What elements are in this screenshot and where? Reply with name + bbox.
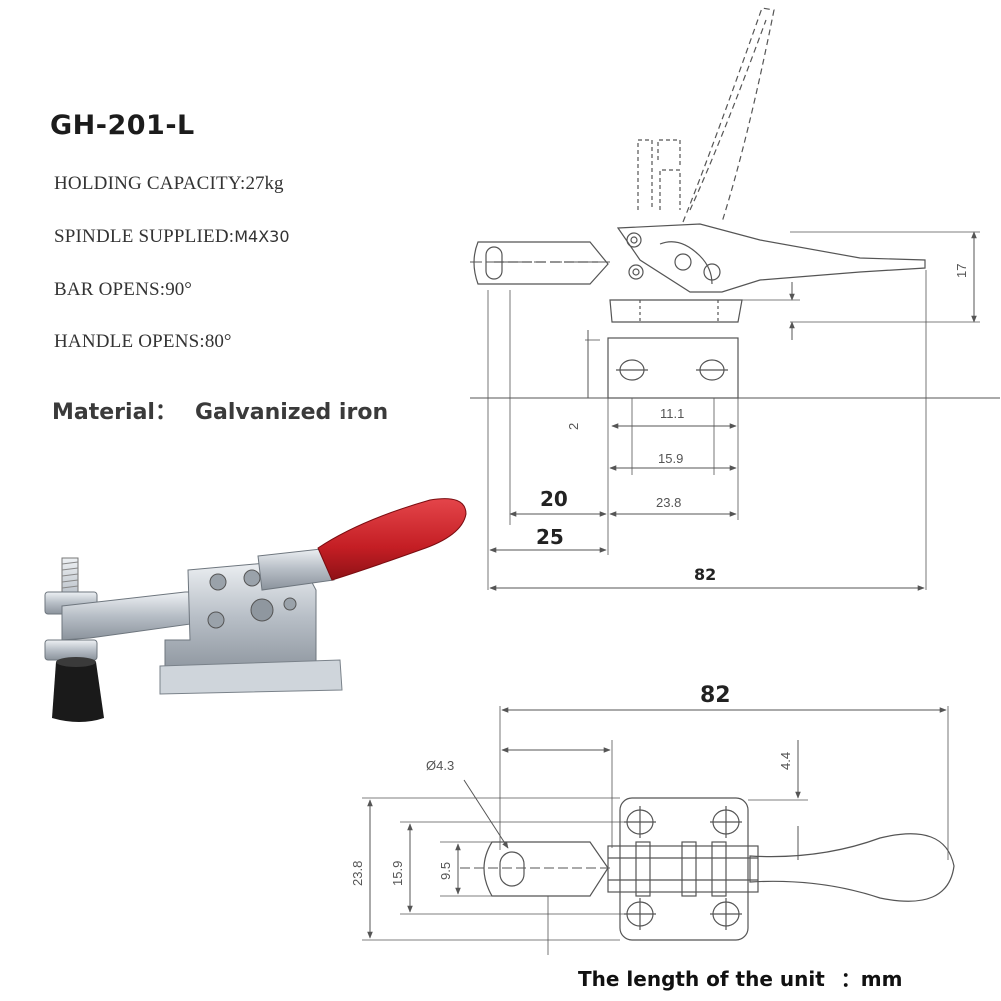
- dim-9-5: 9.5: [438, 862, 453, 880]
- spec-label: SPINDLE SUPPLIED:: [54, 226, 235, 247]
- dim-15-9: 15.9: [658, 451, 683, 466]
- dim-20: 20: [540, 487, 568, 511]
- spec-value: M4X30: [234, 227, 290, 246]
- spec-handle-opens: HANDLE OPENS:80°: [54, 331, 232, 353]
- dim-82: 82: [700, 683, 731, 708]
- dim-2: 2: [566, 423, 581, 430]
- material-label: Material：: [52, 400, 177, 425]
- unit-label: The length of the unit: [578, 967, 825, 991]
- top-view-drawing: [362, 706, 955, 955]
- dim-4-4: 4.4: [778, 752, 793, 770]
- material-value: Galvanized iron: [194, 400, 389, 425]
- clamp-photo: [44, 498, 467, 722]
- spec-label: HOLDING CAPACITY:: [54, 173, 246, 194]
- side-view-dimensions: 17 2 11.1 15.9 20 23.8 25 82: [536, 264, 969, 584]
- material-line: Material： Galvanized iron: [52, 394, 388, 426]
- dim-82: 82: [694, 565, 716, 584]
- unit-note: The length of the unit ：mm: [578, 963, 902, 992]
- dim-15-9: 15.9: [390, 861, 405, 886]
- spec-value: 90°: [165, 279, 192, 300]
- spec-label: HANDLE OPENS:: [54, 331, 205, 352]
- top-view-dimensions: 82 4.4 Ø4.3 23.8 15.9 9.5: [350, 683, 793, 886]
- dim-23-8: 23.8: [656, 495, 681, 510]
- side-view-drawing: [470, 7, 1000, 591]
- spec-value: 27kg: [245, 173, 284, 194]
- dim-25: 25: [536, 525, 564, 549]
- spec-spindle-supplied: SPINDLE SUPPLIED:M4X30: [54, 226, 290, 248]
- dim-23-8: 23.8: [350, 861, 365, 886]
- unit-value: ：mm: [840, 967, 903, 991]
- dim-17: 17: [954, 264, 969, 278]
- spec-holding-capacity: HOLDING CAPACITY:27kg: [54, 173, 284, 195]
- spec-value: 80°: [204, 331, 232, 352]
- model-title: GH-201-L: [50, 110, 195, 141]
- dim-hole: Ø4.3: [426, 758, 454, 773]
- spec-label: BAR OPENS:: [54, 279, 166, 300]
- spec-bar-opens: BAR OPENS:90°: [54, 279, 192, 301]
- dim-11-1: 11.1: [660, 406, 684, 421]
